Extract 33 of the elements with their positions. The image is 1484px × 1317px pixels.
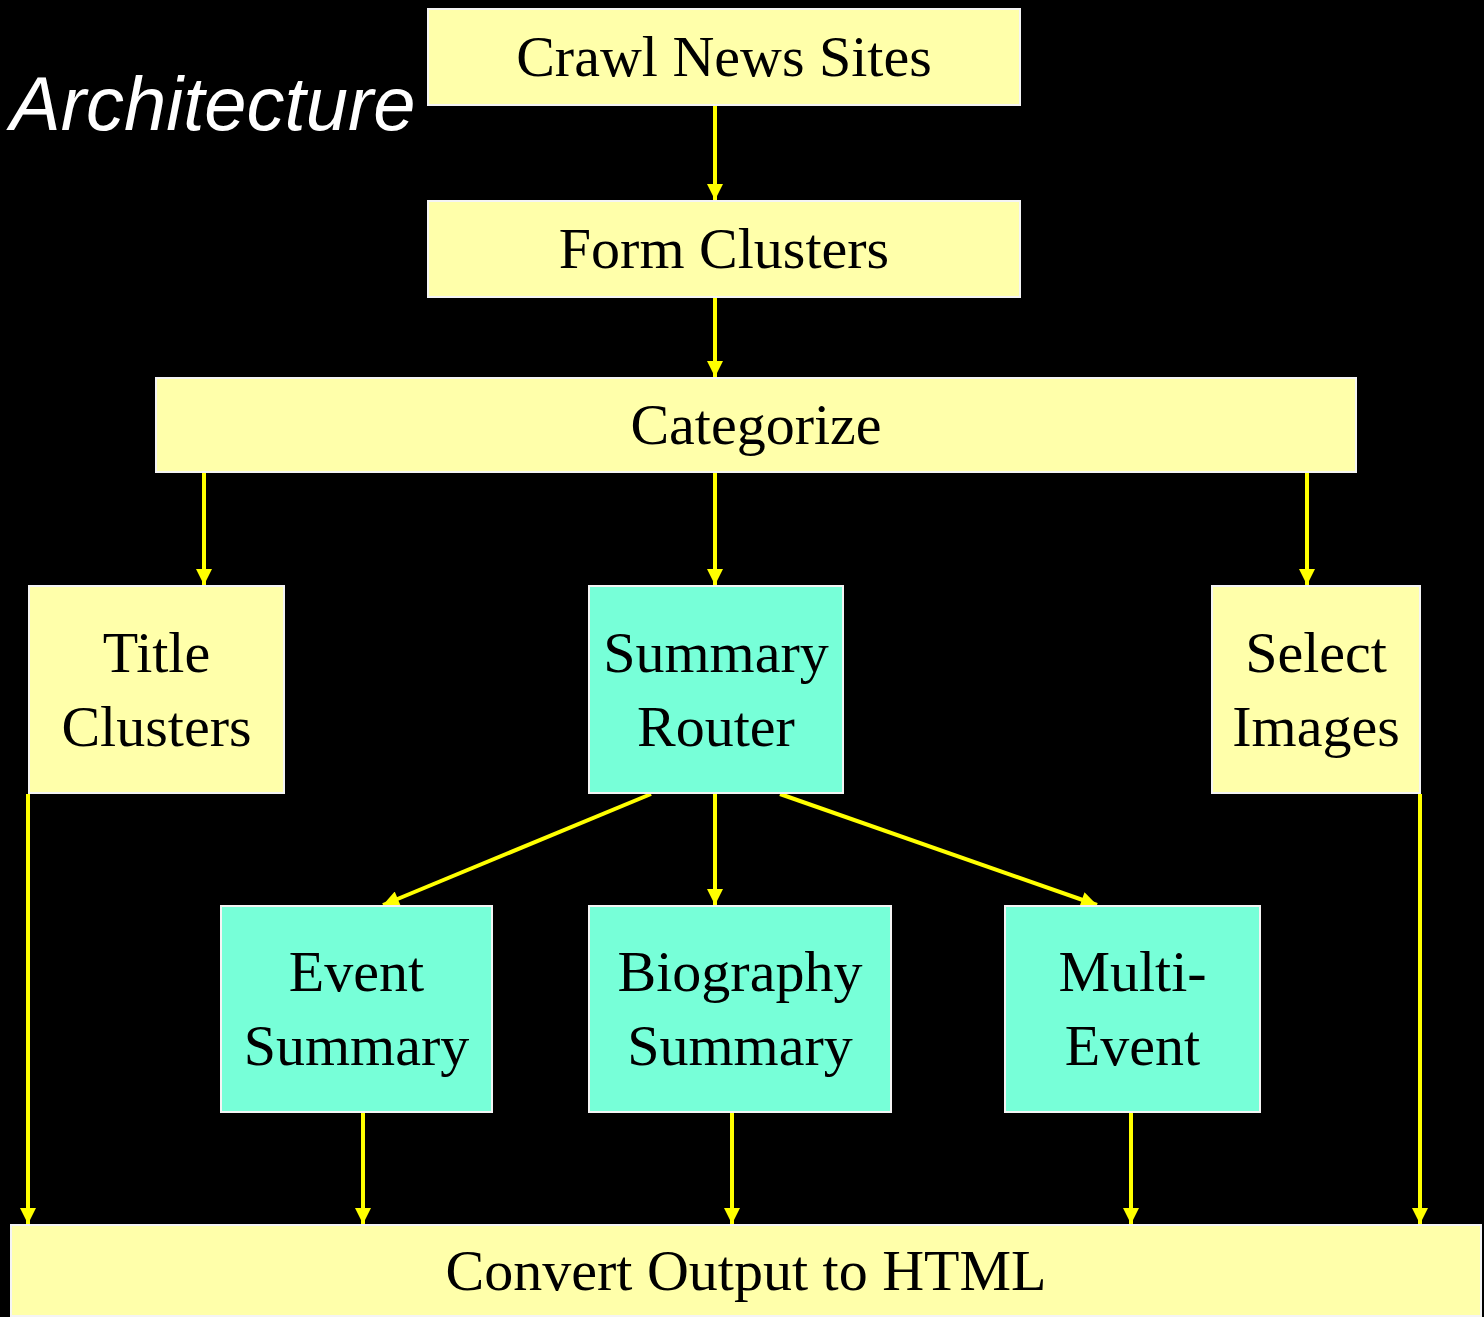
arrow bbox=[779, 792, 1098, 908]
process-box bbox=[10, 1224, 1482, 1317]
arrow bbox=[1299, 473, 1315, 585]
process-box bbox=[28, 585, 285, 794]
node-label: Categorize bbox=[630, 391, 882, 459]
arrow bbox=[724, 1113, 740, 1224]
summary-box bbox=[220, 905, 493, 1113]
node-label: Biography Summary bbox=[616, 938, 864, 1080]
node-label: Select Images bbox=[1231, 618, 1401, 761]
node-label: Crawl News Sites bbox=[516, 23, 932, 91]
arrow bbox=[20, 794, 36, 1224]
node-label: Event Summary bbox=[242, 938, 471, 1080]
summary-box bbox=[588, 585, 844, 794]
node-label: Multi-Event bbox=[1057, 938, 1208, 1080]
node-label: Summary Router bbox=[602, 618, 830, 761]
node-label: Title Clusters bbox=[60, 618, 253, 761]
arrow bbox=[707, 298, 723, 377]
process-box bbox=[155, 377, 1357, 473]
arrow bbox=[1123, 1113, 1139, 1224]
arrow bbox=[1412, 794, 1428, 1224]
arrow bbox=[355, 1113, 371, 1224]
arrow bbox=[382, 792, 652, 907]
summary-box bbox=[1004, 905, 1261, 1113]
process-box bbox=[1211, 585, 1421, 794]
arrow bbox=[707, 473, 723, 585]
summary-box bbox=[588, 905, 892, 1113]
arrow bbox=[707, 794, 723, 905]
process-box bbox=[427, 200, 1021, 298]
arrow bbox=[707, 106, 723, 200]
node-label: Convert Output to HTML bbox=[445, 1236, 1047, 1305]
arrow bbox=[196, 473, 212, 585]
node-label: Form Clusters bbox=[558, 215, 890, 283]
process-box bbox=[427, 8, 1021, 106]
